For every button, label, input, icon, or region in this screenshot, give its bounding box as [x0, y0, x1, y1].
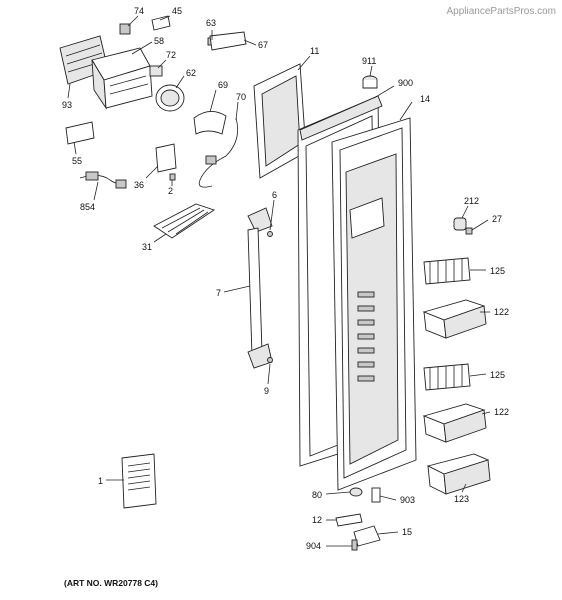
- callout-72: 72: [166, 50, 176, 60]
- part-9-screw: [267, 357, 273, 363]
- callout-69: 69: [218, 80, 228, 90]
- callout-911: 911: [362, 56, 376, 66]
- callout-45: 45: [172, 6, 182, 16]
- callout-62: 62: [186, 68, 196, 78]
- part-125-wire-shelf-upper: [423, 257, 471, 285]
- part-854-harness: [79, 171, 127, 189]
- callout-7: 7: [216, 288, 221, 298]
- callout-9: 9: [264, 386, 269, 396]
- part-31-ice-chute-grille: [153, 203, 216, 239]
- callout-80: 80: [312, 490, 322, 500]
- part-904-pin: [351, 539, 358, 551]
- callout-14: 14: [420, 94, 430, 104]
- part-74-clip: [119, 23, 131, 35]
- part-36-bracket: [155, 143, 177, 173]
- callout-58: 58: [154, 36, 164, 46]
- callout-11: 11: [310, 46, 319, 56]
- part-12-plate: [335, 513, 363, 527]
- part-2-screw: [169, 173, 176, 181]
- part-903-sleeve: [371, 487, 381, 503]
- callout-27: 27: [492, 214, 502, 224]
- callout-12: 12: [312, 515, 322, 525]
- callout-122-lower: 122: [494, 407, 509, 417]
- callout-labels: 74 45 63 67 58 72 62 93 69 70 11 911 900…: [62, 6, 509, 551]
- part-11-dispenser-frame: [253, 63, 307, 179]
- callout-31: 31: [142, 242, 152, 252]
- callout-36: 36: [134, 180, 144, 190]
- callout-900: 900: [398, 78, 413, 88]
- callout-2: 2: [168, 186, 173, 196]
- callout-212: 212: [464, 196, 479, 206]
- part-212-knob: [453, 217, 467, 231]
- part-27-screw: [465, 227, 473, 235]
- callout-122-upper: 122: [494, 307, 509, 317]
- callout-63: 63: [206, 18, 216, 28]
- leader-lines: [67, 15, 491, 547]
- callout-1: 1: [98, 476, 103, 486]
- callout-903: 903: [400, 495, 415, 505]
- part-80-bushing: [349, 487, 363, 497]
- part-911-cap: [362, 75, 378, 89]
- callout-125-upper: 125: [490, 266, 505, 276]
- part-70-wire: [198, 117, 239, 188]
- part-55-plate: [65, 121, 95, 145]
- part-122-bin-upper: [422, 299, 487, 339]
- part-7-door-handle: [247, 207, 273, 369]
- art-number: (ART NO. WR20778 C4): [64, 578, 158, 588]
- callout-70: 70: [236, 92, 246, 102]
- part-69-duct: [193, 111, 227, 135]
- liner-shelf-rails: [357, 291, 375, 382]
- part-14-door-liner-gasket: [331, 117, 417, 491]
- callout-854: 854: [80, 202, 95, 212]
- part-62-motor-ring: [155, 84, 185, 112]
- part-72-actuator: [149, 65, 163, 77]
- callout-125-lower: 125: [490, 370, 505, 380]
- part-67-hinge-bracket: [209, 31, 247, 51]
- part-125-wire-shelf-lower: [423, 363, 471, 391]
- watermark: AppliancePartsPros.com: [446, 6, 557, 17]
- callout-123: 123: [454, 494, 469, 504]
- callout-904: 904: [306, 541, 321, 551]
- part-6-screw: [267, 231, 273, 237]
- callout-67: 67: [258, 40, 268, 50]
- part-1-manual: [121, 453, 157, 509]
- callout-55: 55: [72, 156, 82, 166]
- part-58-auger-housing: [91, 47, 153, 110]
- callout-15: 15: [402, 527, 412, 537]
- part-15-hinge: [353, 525, 381, 547]
- part-122-bin-lower: [422, 403, 487, 443]
- callout-93: 93: [62, 100, 72, 110]
- part-123-gallon-bin: [426, 453, 491, 495]
- callout-74: 74: [134, 6, 144, 16]
- part-45-bracket: [151, 15, 171, 31]
- callout-6: 6: [272, 190, 277, 200]
